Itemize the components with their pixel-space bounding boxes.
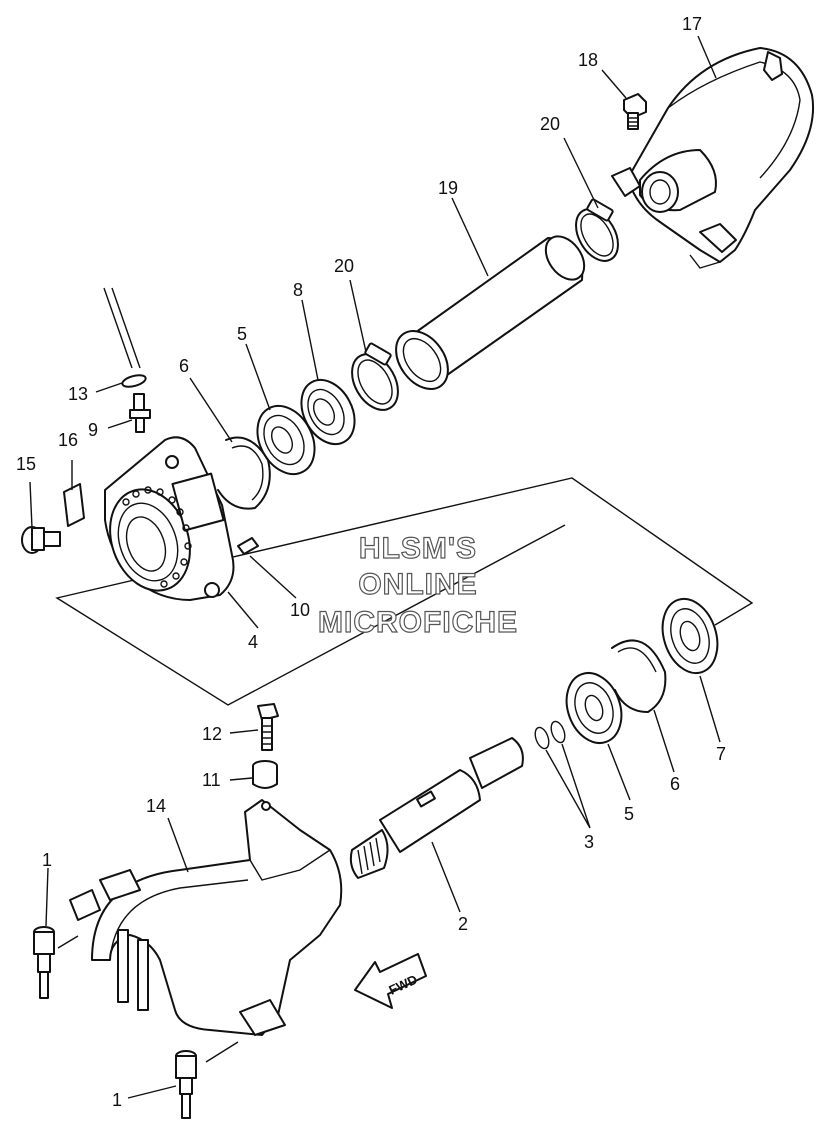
callout-17: 17 [682,14,702,34]
bolt-part-12 [257,703,279,751]
callout-labels: 17 18 20 19 20 8 5 6 13 9 16 15 10 4 12 … [16,14,726,1110]
o-rings-part-3 [534,720,566,750]
forward-direction-arrow: FWD [354,953,427,1009]
snap-ring-part-6-upper [217,436,271,510]
oil-seal-part-7 [661,597,719,675]
callout-5-lower: 5 [624,804,634,824]
bearing-part-5-lower [565,672,623,744]
callout-20-upper: 20 [540,114,560,134]
callout-12: 12 [202,724,222,744]
pin-part-1-lower [175,1050,197,1119]
drive-shaft-part-2 [349,737,524,879]
watermark: HLSM'S ONLINE MICROFICHE [317,531,518,639]
hose-clip-part-13 [121,374,147,388]
nozzle-housing-part [611,47,815,269]
callout-18: 18 [578,50,598,70]
callout-19: 19 [438,178,458,198]
callout-13: 13 [68,384,88,404]
callout-14: 14 [146,796,166,816]
fitting-part-9 [129,393,151,433]
pump-housing-part-4 [104,436,235,601]
cooling-line [103,287,141,369]
hose-clamp-lower [351,342,399,411]
callout-16: 16 [58,430,78,450]
callout-20-lower: 20 [334,256,354,276]
callout-11: 11 [202,770,221,790]
callout-8: 8 [293,280,303,300]
watermark-line-2: ONLINE [358,568,477,601]
leader-lines [29,35,721,1099]
collar-part-11 [252,760,278,789]
callout-6-lower: 6 [670,774,680,794]
bolt-part-15 [21,526,61,554]
callout-6-upper: 6 [179,356,189,376]
hose-clamp-upper [575,198,619,262]
plate-part-16 [63,483,85,527]
snap-ring-part-6-lower [611,639,667,713]
dowel-pin-part-10 [237,537,259,555]
watermark-line-1: HLSM'S [359,532,477,565]
callout-1-upper: 1 [42,850,52,870]
callout-7: 7 [716,744,726,764]
callout-2: 2 [458,914,468,934]
callout-9: 9 [88,420,98,440]
callout-15: 15 [16,454,36,474]
callout-3: 3 [584,832,594,852]
hose-tube-part-19 [395,235,586,390]
assembly-frame [55,477,754,706]
callout-5-upper: 5 [237,324,247,344]
callout-4: 4 [248,632,258,652]
callout-1-lower: 1 [112,1090,122,1110]
duct-bracket-part-14 [69,799,343,1036]
pin-part-1-upper [33,926,55,999]
watermark-line-3: MICROFICHE [318,606,518,639]
callout-10: 10 [290,600,310,620]
bolt-part-18 [623,93,647,130]
